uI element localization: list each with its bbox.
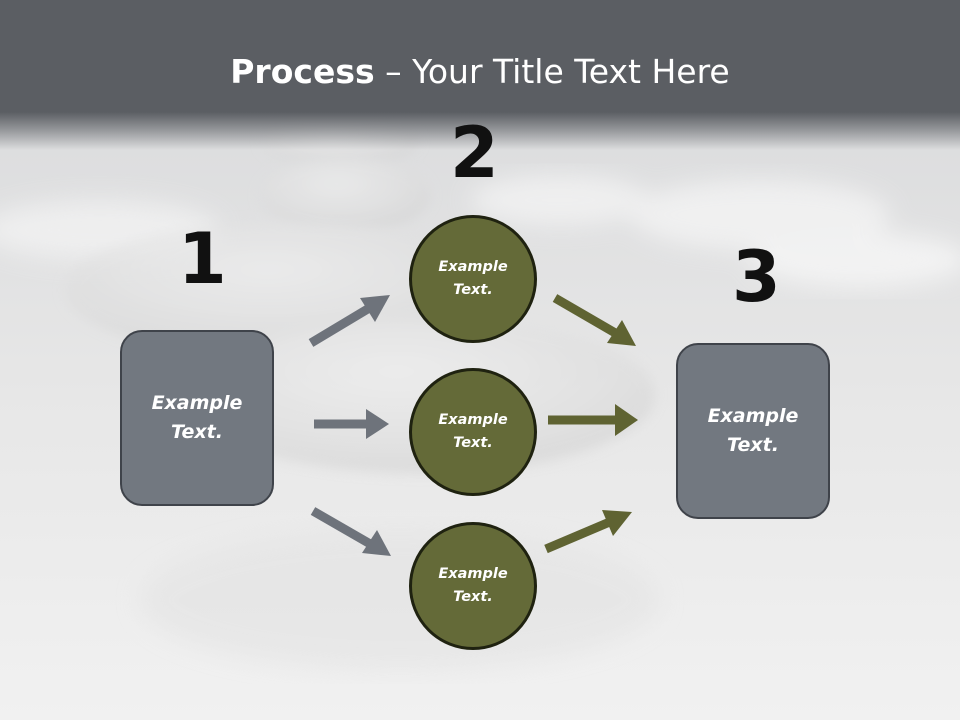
arrow-olive-up [544,510,632,554]
arrow-gray-up [308,295,390,347]
step-1-text: Example Text. [151,392,243,443]
arrow-olive-middle [548,404,638,436]
step-2-text-top: Example Text. [438,259,508,298]
step-2-circle-middle: Example Text. [409,368,537,496]
step-2-text-middle: Example Text. [438,412,508,451]
title-separator: – [374,52,413,91]
title-rest: Your Title Text Here [412,52,730,91]
arrow-gray-middle [314,409,389,439]
step-1-box: Example Text. [120,330,274,506]
step-2-text-bottom: Example Text. [438,566,508,605]
step-3-text: Example Text. [707,405,799,456]
arrow-gray-down [310,507,391,556]
title-bar: Process – Your Title Text Here [0,0,960,150]
title-bold: Process [230,52,375,91]
step-3-number: 3 [732,236,781,318]
step-2-number: 2 [450,112,499,194]
arrow-olive-down [552,294,636,346]
step-3-box: Example Text. [676,343,830,519]
step-1-number: 1 [178,218,227,300]
step-2-circle-bottom: Example Text. [409,522,537,650]
slide-title: Process – Your Title Text Here [0,52,960,91]
step-2-circle-top: Example Text. [409,215,537,343]
